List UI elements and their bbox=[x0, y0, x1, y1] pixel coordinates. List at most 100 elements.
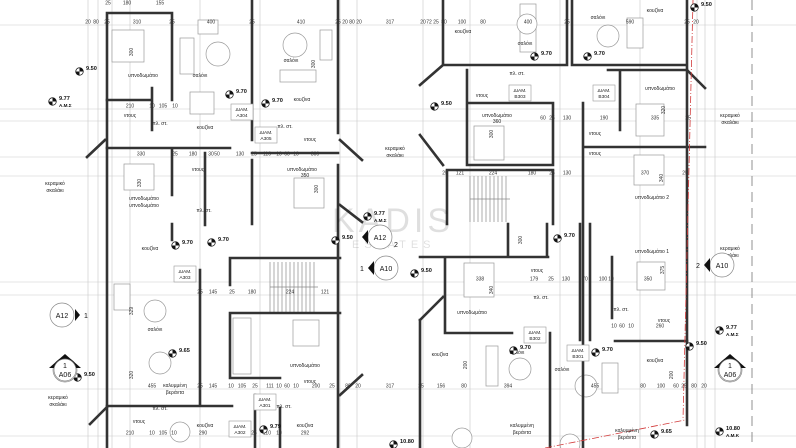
section-number: 1 bbox=[728, 363, 732, 370]
dimension-label: 340 bbox=[489, 286, 495, 295]
room-label: κουζίνα bbox=[297, 423, 314, 429]
level-marker-icon bbox=[650, 430, 659, 439]
dimension-label: 105 bbox=[159, 104, 168, 110]
section-label: A12 bbox=[374, 235, 387, 242]
storage-label: ΔΙΑΜ. bbox=[235, 107, 248, 113]
dimension-label: 25 bbox=[682, 171, 688, 177]
furniture bbox=[111, 3, 666, 448]
level-marker-icon bbox=[690, 3, 699, 12]
room-label: ντους bbox=[589, 151, 602, 157]
dimension-label: 329 bbox=[129, 307, 135, 316]
storage-code: Β303 bbox=[514, 94, 526, 100]
section-number: 1 bbox=[63, 363, 67, 370]
room-label: κουζίνα bbox=[197, 423, 214, 429]
dimension-label: 180 bbox=[123, 1, 132, 7]
section-label: A12 bbox=[56, 313, 69, 320]
dimension-label: 10 bbox=[628, 324, 634, 330]
section-arrow-icon bbox=[75, 309, 80, 321]
storage-box bbox=[523, 326, 547, 344]
dimension-label: 340 bbox=[659, 174, 665, 183]
dimension-label: 25 bbox=[329, 384, 335, 390]
level-marker-icon bbox=[715, 326, 724, 335]
dimension-label: 455 bbox=[591, 384, 600, 390]
dimension-label: 105 bbox=[159, 431, 168, 437]
room-label: κεραμικό bbox=[720, 245, 740, 252]
dimension-label: 300 bbox=[311, 152, 320, 158]
dimension-label: 25 bbox=[105, 1, 111, 7]
level-value: 9.70 bbox=[541, 51, 552, 57]
dimension-label: 25 bbox=[104, 20, 110, 26]
dimension-label: 180 bbox=[248, 290, 257, 296]
dimension-label: 80 bbox=[345, 384, 351, 390]
level-marker-icon bbox=[530, 52, 539, 61]
dimension-label: 100 bbox=[458, 20, 467, 26]
section-label: A10 bbox=[380, 266, 393, 273]
dimension-label: 10 bbox=[171, 431, 177, 437]
dimension-label: 292 bbox=[301, 431, 310, 437]
dimension-label: 190 bbox=[600, 116, 609, 122]
room-label: πλ. στ. bbox=[196, 208, 211, 214]
dimension-label: 25 bbox=[252, 384, 258, 390]
storage-label: ΔΙΑΜ. bbox=[259, 130, 272, 136]
level-value: 10.80 bbox=[726, 426, 740, 432]
dimension-label: 100 bbox=[599, 277, 608, 283]
dimension-label: 60 bbox=[284, 152, 290, 158]
dimension-label: 60 bbox=[540, 116, 546, 122]
level-ref: Α.Μ.Σ bbox=[726, 332, 739, 337]
storage-box bbox=[566, 344, 590, 362]
walls bbox=[85, 0, 707, 448]
dimension-label: 10 bbox=[611, 324, 617, 330]
dimension-label: 20 bbox=[355, 384, 361, 390]
dimension-label: 121 bbox=[456, 171, 465, 177]
room-label: σαλόνι bbox=[193, 72, 208, 79]
section-number: 2 bbox=[394, 242, 398, 249]
room-label: σαλόνι bbox=[148, 326, 163, 333]
level-value: 9.50 bbox=[86, 66, 97, 72]
dimension-label: 317 bbox=[386, 20, 395, 26]
dimension-label: 155 bbox=[156, 1, 165, 7]
storage-code: Α305 bbox=[260, 136, 272, 142]
dimension-label: 25 bbox=[249, 20, 255, 26]
dimension-label: 290 bbox=[199, 431, 208, 437]
dimension-label: 80 bbox=[93, 20, 99, 26]
room-label: βεράντα bbox=[166, 389, 184, 396]
storage-box bbox=[592, 84, 616, 102]
level-marker-icon bbox=[583, 52, 592, 61]
level-marker-icon bbox=[509, 346, 518, 355]
room-label: κεραμικό bbox=[48, 394, 68, 401]
room-label: καλυμμένη bbox=[615, 427, 639, 434]
room-label: καλυμμένη bbox=[163, 382, 187, 389]
room-label: σαλόνι bbox=[518, 40, 533, 47]
level-marker-icon bbox=[410, 269, 419, 278]
storage-label: ΔΙΑΜ. bbox=[513, 88, 526, 94]
dimension-label: 300 bbox=[518, 236, 524, 245]
dimension-label: 455 bbox=[148, 384, 157, 390]
section-marker-icon bbox=[53, 358, 77, 382]
room-label: πλ. στ. bbox=[276, 404, 291, 410]
room-label: βεράντα bbox=[618, 434, 636, 441]
room-label: υπνοδωμάτιο bbox=[287, 166, 317, 173]
dimension-label: 145 bbox=[209, 290, 218, 296]
storage-code: Α302 bbox=[234, 430, 246, 436]
room-label: 360 bbox=[493, 119, 502, 125]
dimension-label: 25 bbox=[442, 171, 448, 177]
dimension-label: 320 bbox=[661, 106, 667, 115]
dimension-label: 25 bbox=[548, 277, 554, 283]
room-label: ντους bbox=[124, 113, 137, 119]
room-label: κουζίνα bbox=[647, 358, 664, 364]
dimension-label: 60 bbox=[619, 324, 625, 330]
room-label: κουζίνα bbox=[197, 125, 214, 131]
dimension-label: 400 bbox=[524, 20, 533, 26]
level-marker-icon bbox=[331, 236, 340, 245]
room-label: σαλόνι bbox=[284, 57, 299, 64]
dimension-label: 10 bbox=[608, 277, 614, 283]
level-value: 9.65 bbox=[661, 429, 672, 435]
dimension-label: 310 bbox=[133, 20, 142, 26]
dimension-label: 210 bbox=[126, 431, 135, 437]
level-marker-icon bbox=[685, 342, 694, 351]
level-marker-icon bbox=[430, 102, 439, 111]
dimension-label: 25 bbox=[549, 171, 555, 177]
storage-label: ΔΙΑΜ. bbox=[528, 330, 541, 336]
dimension-label: 20 bbox=[701, 384, 707, 390]
dimension-label: 25 bbox=[197, 290, 203, 296]
